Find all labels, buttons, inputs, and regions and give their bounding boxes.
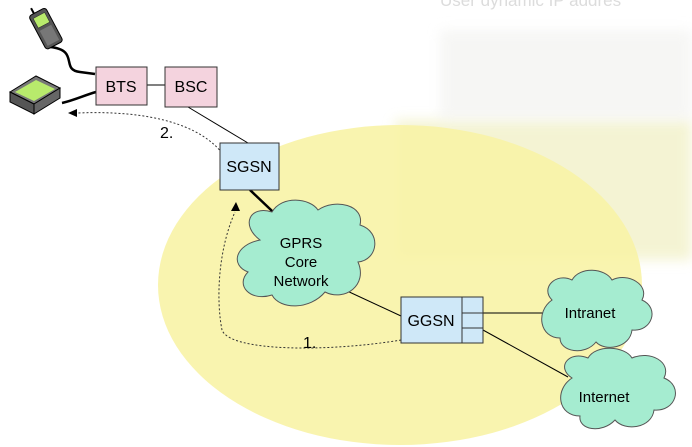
link-laptop-bts	[61, 90, 97, 105]
ggsn-node[interactable]: GGSN	[400, 296, 484, 344]
ggsn-label: GGSN	[407, 313, 454, 330]
laptop-icon	[8, 75, 62, 115]
link-ggsn-internet	[482, 329, 569, 378]
core-network-label-line3: Network	[273, 273, 329, 290]
flow-step2-path	[77, 112, 223, 154]
bsc-label: BSC	[175, 79, 208, 96]
link-bsc-sgsn	[187, 106, 249, 144]
intranet-label: Intranet	[565, 305, 617, 322]
mobile-phone-icon	[29, 7, 63, 50]
internet-label: Internet	[579, 389, 631, 406]
connections	[49, 45, 569, 378]
flow-step1-path	[218, 211, 402, 349]
bts-node[interactable]: BTS	[95, 66, 148, 106]
flow-arrows	[77, 112, 402, 349]
bts-label: BTS	[105, 79, 136, 96]
step-1-label: 1.	[303, 335, 316, 352]
intranet-cloud[interactable]: Intranet	[541, 269, 653, 352]
faded-heading: User dynamic IP addres	[440, 0, 621, 10]
step-2-label: 2.	[160, 125, 173, 142]
link-phone-bts	[49, 45, 96, 76]
internet-cloud[interactable]: Internet	[560, 347, 676, 430]
link-core-ggsn	[344, 289, 402, 317]
sgsn-label: SGSN	[226, 159, 271, 176]
bsc-node[interactable]: BSC	[164, 66, 218, 108]
sgsn-node[interactable]: SGSN	[219, 142, 280, 191]
core-network-label-line1: GPRS	[280, 235, 323, 252]
gprs-core-network-cloud[interactable]: GPRS Core Network	[236, 199, 376, 307]
core-network-label-line2: Core	[285, 254, 318, 271]
arrowhead-step1	[231, 202, 240, 211]
arrowhead-step2	[68, 109, 77, 117]
